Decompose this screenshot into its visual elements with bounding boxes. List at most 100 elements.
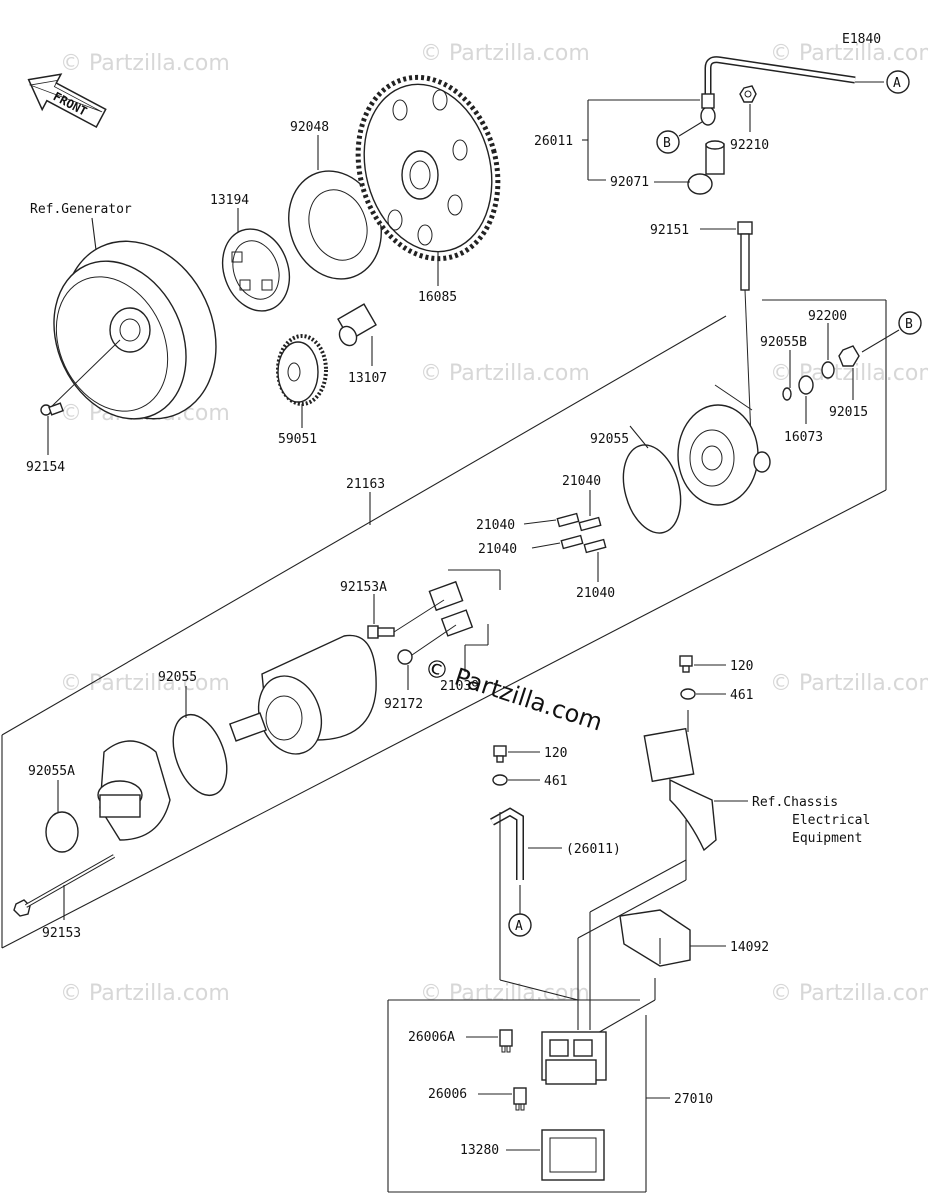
part-92210: 92210 — [730, 138, 769, 153]
ref-generator-label: Ref.Generator — [30, 202, 132, 217]
clutch-13194 — [221, 228, 291, 312]
oring-92055B — [782, 387, 792, 401]
motor-body — [228, 634, 377, 755]
connector-lines — [499, 812, 687, 1035]
part-21040-c: 21040 — [478, 542, 517, 557]
part-461-right: 461 — [730, 688, 753, 703]
callout-b-right — [898, 311, 922, 335]
screw-92153A — [367, 625, 395, 639]
part-26011: 26011 — [534, 134, 573, 149]
oring-92055-top — [622, 444, 682, 534]
bolt-92151 — [737, 221, 753, 291]
part-21163: 21163 — [346, 477, 385, 492]
part-92015: 92015 — [829, 405, 868, 420]
brush-holder-21039 — [428, 569, 501, 672]
watermark: © Partzilla.com — [420, 41, 590, 66]
part-14092: 14092 — [730, 940, 769, 955]
screw-92172 — [397, 649, 413, 665]
end-cover-left — [97, 740, 171, 841]
part-27010: 27010 — [674, 1092, 713, 1107]
gear-16085 — [355, 74, 501, 262]
part-92154: 92154 — [26, 460, 65, 475]
watermark: © Partzilla.com — [420, 361, 590, 386]
part-461-middle: 461 — [544, 774, 567, 789]
ref-chassis-line1: Ref.Chassis — [752, 795, 838, 810]
watermark: © Partzilla.com — [60, 51, 230, 76]
part-120-right: 120 — [730, 659, 753, 674]
part-21040-d: 21040 — [576, 586, 615, 601]
bolt-120-middle — [493, 745, 507, 763]
fuse-26006 — [513, 1087, 527, 1111]
springs-21040 — [556, 512, 607, 554]
generator-rotor — [47, 240, 217, 420]
part-92055B: 92055B — [760, 335, 807, 350]
starter-relay — [541, 1031, 607, 1085]
bolt-120-right — [679, 655, 693, 673]
part-26006A: 26006A — [408, 1030, 455, 1045]
cover-14092 — [619, 909, 691, 967]
callout-a-label: A — [893, 76, 901, 91]
oring-92055-left — [172, 713, 228, 797]
watermarks: © Partzilla.com © Partzilla.com © Partzi… — [60, 41, 928, 1006]
end-cover-right — [677, 384, 771, 506]
washer-92200 — [821, 361, 835, 379]
part-92172: 92172 — [384, 697, 423, 712]
part-16073: 16073 — [784, 430, 823, 445]
callout-a-bottom — [508, 913, 532, 937]
boot-92071 — [687, 140, 725, 195]
shaft-13107 — [337, 303, 377, 347]
part-59051: 59051 — [278, 432, 317, 447]
part-13107: 13107 — [348, 371, 387, 386]
part-92055A: 92055A — [28, 764, 75, 779]
fuse-26006A — [499, 1029, 513, 1053]
callout-a-label: A — [515, 919, 523, 934]
callout-b-label: B — [905, 317, 913, 332]
part-13280: 13280 — [460, 1143, 499, 1158]
part-92048: 92048 — [290, 120, 329, 135]
part-92071: 92071 — [610, 175, 649, 190]
part-21039: 21039 — [440, 679, 479, 694]
ref-chassis-line3: Equipment — [792, 831, 862, 846]
relay-bracket — [643, 710, 717, 852]
callout-b-label: B — [663, 136, 671, 151]
part-92153A: 92153A — [340, 580, 387, 595]
oring-92055A — [45, 811, 79, 853]
diagram-code: E1840 — [842, 32, 881, 47]
watermark: © Partzilla.com — [60, 981, 230, 1006]
center-watermark: © Partzilla.com — [421, 653, 606, 737]
part-92153: 92153 — [42, 926, 81, 941]
relay-frame-27010 — [387, 999, 670, 1193]
part-120-middle: 120 — [544, 746, 567, 761]
part-26011-paren: (26011) — [566, 842, 621, 857]
callout-a-top — [886, 70, 910, 94]
screw-92154 — [40, 402, 64, 416]
nut-461-middle — [492, 774, 508, 786]
part-92055-left: 92055 — [158, 670, 197, 685]
watermark: © Partzilla.com — [770, 981, 928, 1006]
part-26006: 26006 — [428, 1087, 467, 1102]
watermark: © Partzilla.com — [420, 981, 590, 1006]
bracket-26011 — [582, 99, 700, 181]
watermark: © Partzilla.com — [770, 41, 928, 66]
case-13280 — [541, 1129, 605, 1181]
cable-26011 — [700, 56, 856, 126]
part-92151: 92151 — [650, 223, 689, 238]
cable-26011-lower — [490, 807, 524, 880]
part-92055-top: 92055 — [590, 432, 629, 447]
part-16085: 16085 — [418, 290, 457, 305]
gear-59051 — [276, 334, 328, 406]
part-13194: 13194 — [210, 193, 249, 208]
assembly-frame-21163 — [1, 299, 887, 949]
ref-chassis-line2: Electrical — [792, 813, 870, 828]
bolt-92153 — [13, 854, 115, 917]
part-92200: 92200 — [808, 309, 847, 324]
nut-92015 — [838, 345, 860, 367]
washer-16073 — [798, 375, 814, 395]
nut-92210 — [739, 85, 757, 103]
part-21040-b: 21040 — [476, 518, 515, 533]
watermark: © Partzilla.com — [770, 671, 928, 696]
nut-461-right — [680, 688, 696, 700]
watermark: © Partzilla.com — [60, 671, 230, 696]
callout-b-top — [656, 130, 680, 154]
